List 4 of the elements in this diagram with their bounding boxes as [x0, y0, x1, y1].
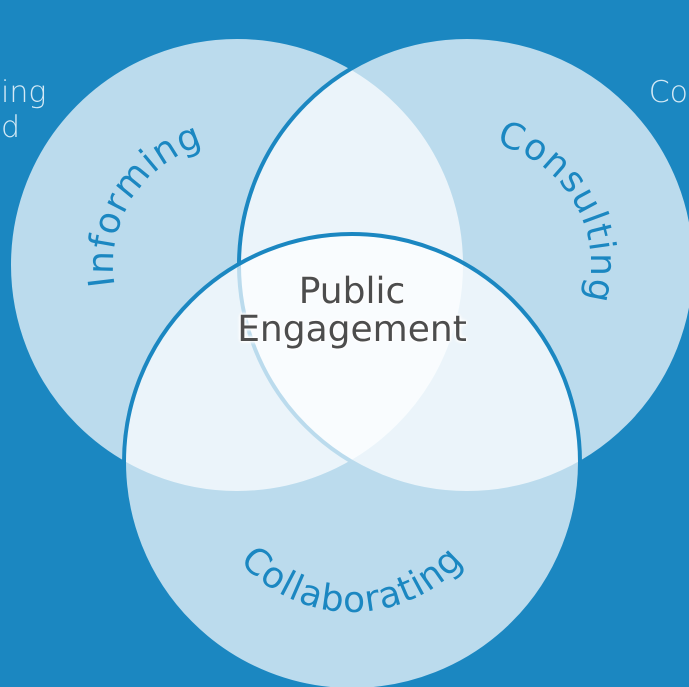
cut-off-text: Co — [648, 78, 688, 108]
cut-off-text: ing — [1, 78, 46, 108]
cut-off-text: d — [1, 113, 20, 143]
center-label: Public Engagement — [236, 273, 468, 349]
